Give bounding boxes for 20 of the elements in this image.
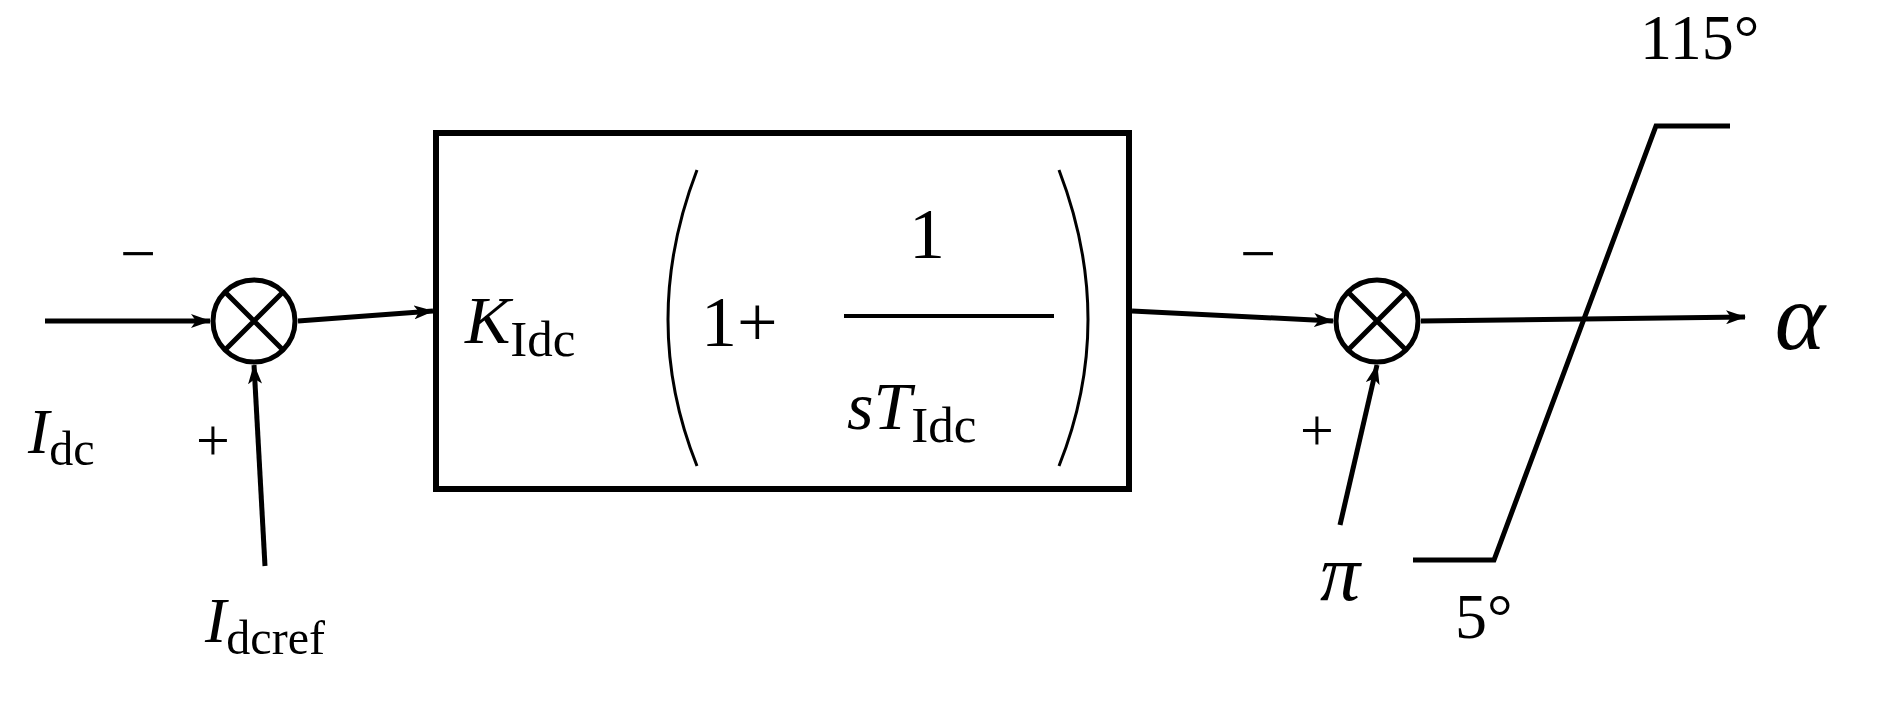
arrow: [297, 305, 434, 324]
signal-label: I$_{dc}$: [28, 400, 95, 464]
arrow: [1420, 310, 1746, 325]
arrow: [1337, 364, 1380, 526]
minus-sign: −: [120, 222, 157, 286]
formula-text: 1: [909, 198, 945, 270]
plus-sign: +: [196, 410, 230, 470]
formula-text: 1+: [701, 286, 778, 358]
signal-label: π: [1319, 532, 1361, 613]
arrow: [248, 364, 268, 567]
plus-sign: +: [1300, 400, 1334, 460]
signal-label: α: [1774, 269, 1826, 365]
minus-sign: −: [1240, 222, 1277, 286]
arrow: [45, 314, 211, 328]
arrow: [1131, 308, 1334, 328]
signal-label: I$_{dcref}$: [205, 589, 325, 653]
limit-label: 5°: [1455, 585, 1513, 649]
summing-junction: [1333, 277, 1421, 365]
summing-junction: [210, 277, 298, 365]
limit-label: 115°: [1640, 6, 1760, 70]
